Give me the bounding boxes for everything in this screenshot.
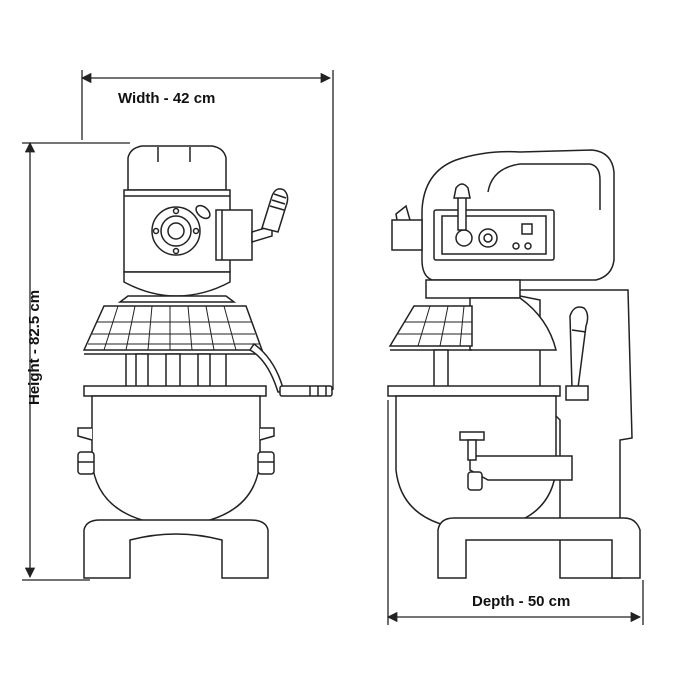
lever-grip-1 [270, 206, 284, 210]
panel-knob-left [456, 230, 472, 246]
side-base [438, 518, 640, 578]
side-bowl-pin [460, 432, 484, 440]
side-lift-handle-base [566, 386, 588, 400]
width-label: Width - 42 cm [118, 90, 216, 107]
side-bowl-rim [388, 386, 560, 396]
side-guard-mesh [398, 306, 472, 346]
front-neck [120, 296, 234, 302]
height-label: Height - 82.5 cm [26, 289, 43, 405]
panel-knob-center-inner [484, 234, 492, 242]
side-lever-handle [454, 184, 470, 198]
front-hub-inner [168, 223, 184, 239]
front-guard-mesh [88, 306, 259, 350]
front-head-bottom [124, 272, 230, 296]
lever-grip-2 [272, 200, 285, 204]
front-tool-shaft-center [166, 354, 180, 390]
side-tool-shaft [434, 350, 448, 390]
panel-switch [522, 224, 532, 234]
side-head-lower [426, 280, 520, 298]
side-bowl-pin-stem [468, 440, 476, 460]
front-bowl [92, 396, 260, 526]
side-bowl-arm [470, 456, 572, 480]
front-view [78, 146, 332, 578]
depth-label: Depth - 50 cm [472, 593, 571, 610]
hub-bolt-bottom [174, 249, 179, 254]
side-housing-inner-arc [488, 164, 600, 210]
depth-dimension [386, 400, 643, 625]
front-bowl-handle-right [260, 428, 274, 440]
side-guard-outline [390, 306, 472, 346]
front-speed-lever-handle [262, 189, 288, 232]
front-bowl-rim [84, 386, 266, 396]
hub-bolt-left [154, 229, 159, 234]
front-tool-shaft-left [136, 354, 148, 390]
front-clamp-right [258, 452, 274, 474]
front-crank-handle [280, 386, 332, 396]
hub-bolt-right [194, 229, 199, 234]
lever-grip-3 [274, 194, 286, 198]
front-base [84, 520, 268, 578]
panel-indicator-2 [525, 243, 531, 249]
side-lift-handle [570, 307, 588, 388]
front-head-top [128, 146, 226, 190]
front-tool-shaft-right [198, 354, 210, 390]
side-lever-stem [458, 196, 466, 230]
width-dimension [80, 70, 333, 390]
hub-bolt-top [174, 209, 179, 214]
side-view [388, 150, 640, 578]
side-clamp [468, 472, 482, 490]
height-dimension [22, 141, 130, 580]
side-drive-housing [470, 298, 556, 350]
front-crank-arm [250, 344, 284, 392]
front-clamp-left [78, 452, 94, 474]
front-knob-lever [194, 203, 213, 221]
side-left-boss [392, 220, 422, 250]
front-bowl-handle-left [78, 428, 92, 440]
panel-indicator-1 [513, 243, 519, 249]
